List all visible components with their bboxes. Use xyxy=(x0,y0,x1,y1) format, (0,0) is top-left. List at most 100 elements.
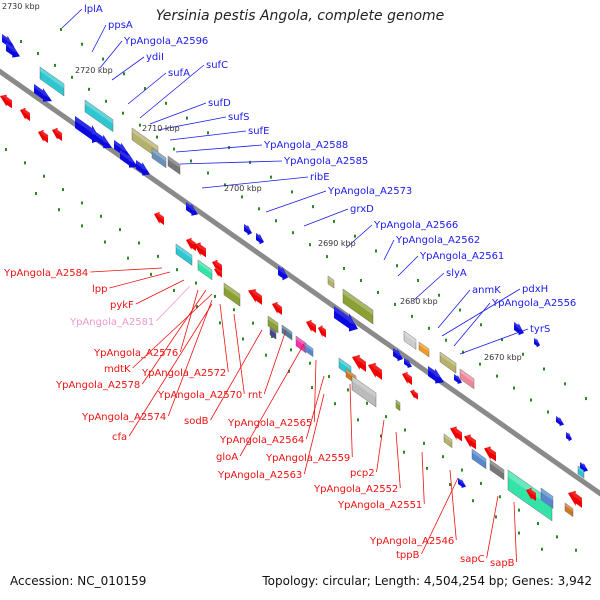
forward-gene-label[interactable]: lplA xyxy=(84,4,103,15)
forward-gene-arrow xyxy=(393,348,403,362)
reverse-gene-label[interactable]: YpAngola_A2576 xyxy=(93,348,178,359)
scale-label: 2720 kbp xyxy=(75,66,113,75)
tick-dot xyxy=(156,135,158,139)
tick-dot xyxy=(270,175,272,179)
reverse-gene-label[interactable]: sodB xyxy=(184,416,209,427)
reverse-gene-label[interactable]: YpAngola_A2581 xyxy=(69,317,154,328)
forward-gene-label[interactable]: YpAngola_A2585 xyxy=(283,156,368,167)
forward-gene-label[interactable]: grxD xyxy=(350,204,374,215)
tick-dot xyxy=(462,350,464,354)
tick-dot xyxy=(396,264,398,268)
reverse-gene-label[interactable]: pcp2 xyxy=(350,468,375,479)
tick-dot xyxy=(385,415,387,419)
reverse-gene-label[interactable]: lpp xyxy=(92,284,107,295)
forward-gene-label[interactable]: pdxH xyxy=(522,284,548,295)
tick-dot xyxy=(5,148,7,151)
tick-dot xyxy=(214,294,216,298)
forward-gene-label[interactable]: sufE xyxy=(248,126,269,137)
reverse-gene-label[interactable]: YpAngola_A2572 xyxy=(141,368,226,379)
tick-dot xyxy=(518,531,520,535)
forward-gene-label[interactable]: YpAngola_A2562 xyxy=(395,235,480,246)
forward-gene-label[interactable]: YpAngola_A2556 xyxy=(491,298,576,309)
leader-line xyxy=(175,144,263,153)
forward-gene-label[interactable]: tyrS xyxy=(530,324,550,335)
tick-dot xyxy=(541,547,543,551)
forward-gene-label[interactable]: anmK xyxy=(472,285,501,296)
forward-gene-label[interactable]: YpAngola_A2596 xyxy=(123,36,208,47)
tick-dot xyxy=(102,57,104,61)
forward-gene-label[interactable]: ydiI xyxy=(146,52,164,63)
tick-dot xyxy=(186,116,188,120)
tick-dot xyxy=(60,28,62,31)
reverse-gene-label[interactable]: YpAngola_A2546 xyxy=(369,536,454,547)
tick-dot xyxy=(58,208,60,212)
forward-gene-label[interactable]: slyA xyxy=(446,268,467,279)
tick-dot xyxy=(291,190,293,194)
reverse-gene-arrow xyxy=(186,237,196,252)
leader-line xyxy=(233,313,245,395)
cds-block xyxy=(281,324,293,341)
reverse-gene-label[interactable]: YpAngola_A2574 xyxy=(81,412,166,423)
reverse-gene-label[interactable]: YpAngola_A2584 xyxy=(3,268,88,279)
tick-dot xyxy=(105,99,107,103)
reverse-gene-arrow xyxy=(52,127,62,142)
scale-label: 2710 kbp xyxy=(142,124,180,133)
forward-gene-label[interactable]: YpAngola_A2588 xyxy=(263,140,348,151)
leader-line xyxy=(397,255,419,277)
tick-dot xyxy=(518,508,520,512)
reverse-gene-label[interactable]: cfa xyxy=(112,432,127,443)
reverse-gene-label[interactable]: YpAngola_A2551 xyxy=(337,500,422,511)
forward-gene-label[interactable]: sufA xyxy=(168,68,190,79)
reverse-gene-label[interactable]: YpAngola_A2552 xyxy=(313,484,398,495)
reverse-gene-label[interactable]: YpAngola_A2559 xyxy=(265,453,350,464)
reverse-gene-label[interactable]: sapB xyxy=(490,558,515,569)
cds-block xyxy=(564,502,574,517)
reverse-gene-label[interactable]: tppB xyxy=(396,550,420,561)
cds-block xyxy=(489,459,505,481)
cds-block xyxy=(459,368,475,390)
tick-dot xyxy=(71,75,73,79)
reverse-gene-label[interactable]: mdtK xyxy=(104,364,131,375)
reverse-gene-arrow xyxy=(214,267,222,278)
reverse-gene-arrow xyxy=(568,490,582,508)
leader-line xyxy=(132,293,213,369)
reverse-gene-label[interactable]: YpAngola_A2570 xyxy=(157,390,242,401)
tick-dot xyxy=(62,188,64,192)
forward-gene-label[interactable]: YpAngola_A2566 xyxy=(373,220,458,231)
forward-gene-label[interactable]: sufD xyxy=(208,98,231,109)
reverse-gene-label[interactable]: YpAngola_A2563 xyxy=(217,470,302,481)
label-leader-lines xyxy=(61,8,529,563)
leader-line xyxy=(349,383,353,458)
gene-labels[interactable]: lplA ppsA YpAngola_A2596 ydiI sufA sufC sufD su… xyxy=(3,4,576,569)
cds-block xyxy=(197,259,213,281)
leader-line xyxy=(111,56,145,81)
tick-dot xyxy=(100,214,102,218)
cds-block xyxy=(151,147,167,169)
forward-gene-label[interactable]: YpAngola_A2561 xyxy=(419,251,504,262)
tick-dot xyxy=(224,183,226,187)
forward-gene-label[interactable]: ppsA xyxy=(108,20,133,31)
reverse-gene-label[interactable]: YpAngola_A2564 xyxy=(219,435,304,446)
reverse-gene-label[interactable]: YpAngola_A2565 xyxy=(227,418,312,429)
reverse-gene-arrow xyxy=(526,487,536,502)
tick-dot xyxy=(522,352,524,356)
leader-line xyxy=(128,303,213,437)
leader-line xyxy=(345,224,373,249)
tick-dot xyxy=(404,428,406,432)
reverse-gene-label[interactable]: sapC xyxy=(460,554,485,565)
reverse-gene-label[interactable]: gloA xyxy=(216,452,238,463)
reverse-gene-label[interactable]: YpAngola_A2578 xyxy=(55,380,140,391)
forward-gene-label[interactable]: sufC xyxy=(206,60,228,71)
tick-dot xyxy=(249,160,251,164)
tick-dot xyxy=(144,87,146,91)
reverse-gene-label[interactable]: pykF xyxy=(110,300,134,311)
forward-gene-label[interactable]: sufS xyxy=(228,112,249,123)
leader-line xyxy=(486,495,499,559)
reverse-gene-label[interactable]: rnt xyxy=(248,390,262,401)
forward-gene-label[interactable]: ribE xyxy=(310,172,330,183)
forward-gene-label[interactable]: YpAngola_A2573 xyxy=(327,186,412,197)
tick-dot xyxy=(496,374,498,378)
tick-dot xyxy=(242,337,244,341)
forward-gene-arrow xyxy=(428,366,444,384)
